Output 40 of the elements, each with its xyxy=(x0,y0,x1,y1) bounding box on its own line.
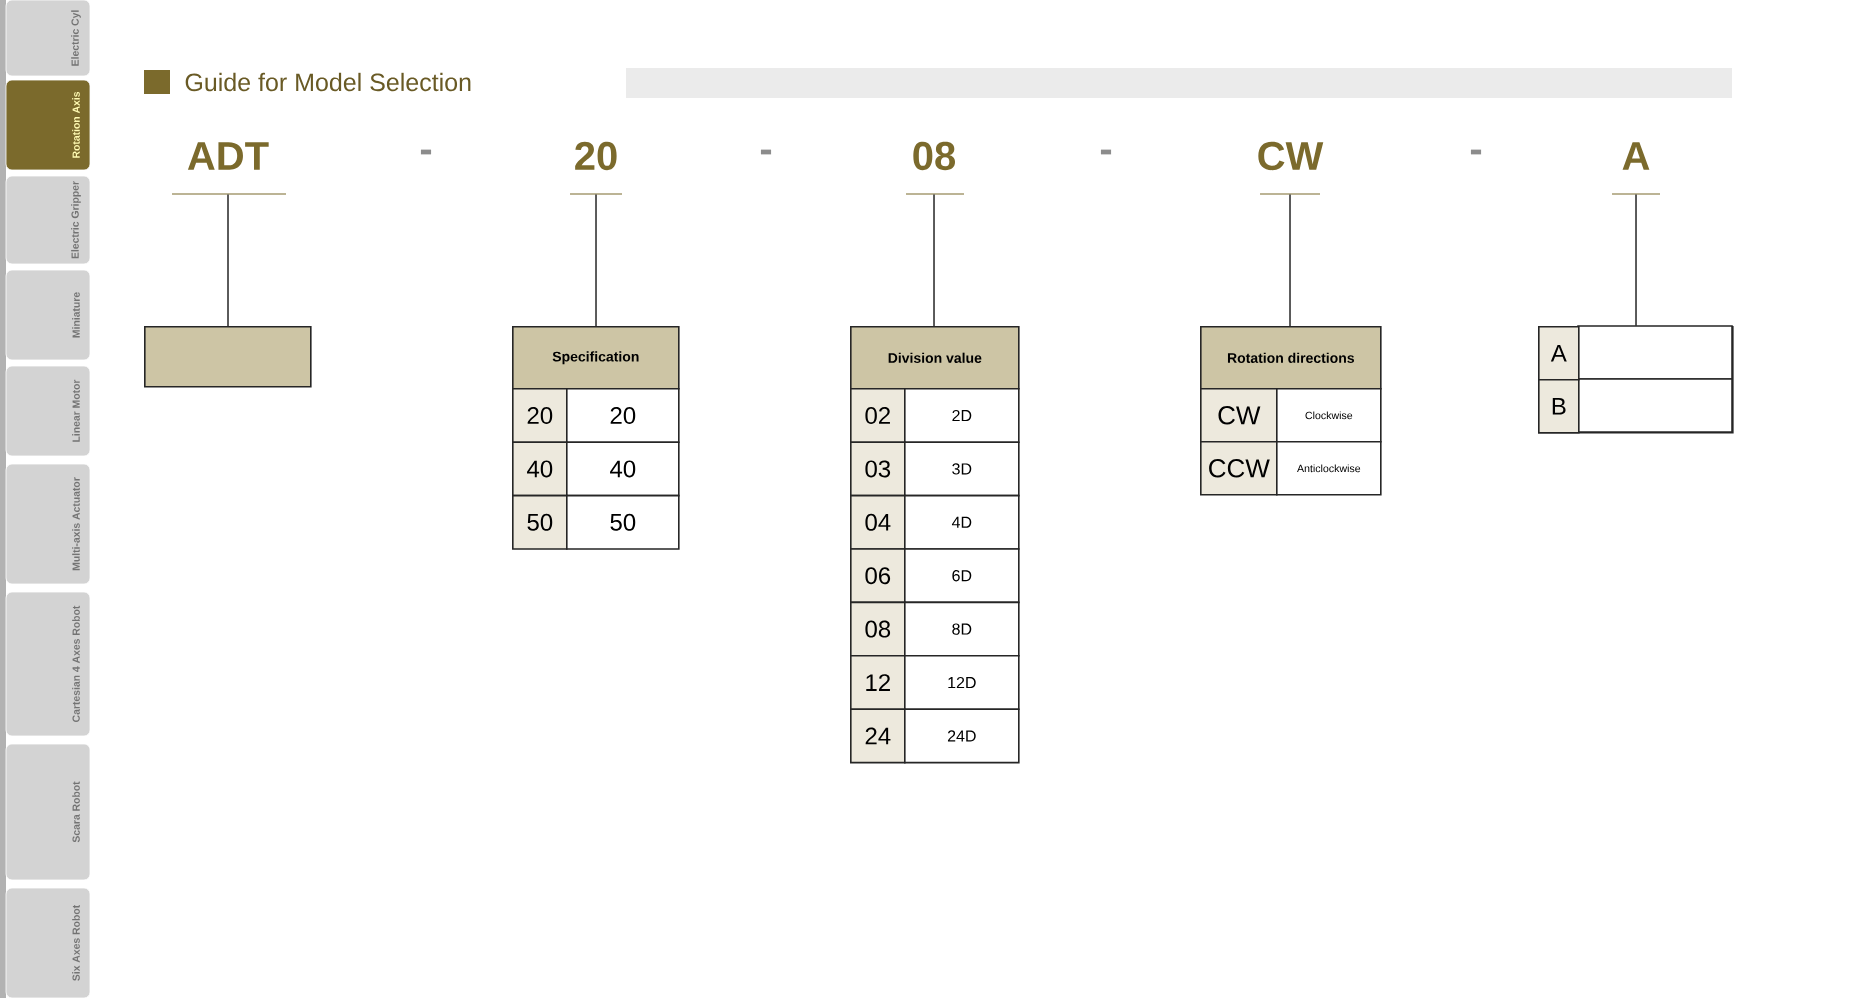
separator-dash: - xyxy=(420,149,432,155)
table-cell: CW xyxy=(1200,388,1278,443)
table-cell: 8D xyxy=(904,601,1020,657)
table-cell: 24 xyxy=(850,708,906,764)
table-cell: A xyxy=(1538,326,1580,381)
section-heading: Guide for Model Selection xyxy=(144,68,1732,98)
table-cell: 50 xyxy=(566,494,680,550)
table-cell: 03 xyxy=(850,441,906,497)
table-cell: 08 xyxy=(850,601,906,657)
code-segment: ADT xyxy=(171,142,287,195)
label-box xyxy=(144,326,312,388)
table-cell: B xyxy=(1538,379,1580,434)
code-segment: CW xyxy=(1258,141,1324,195)
leader-line xyxy=(595,193,597,327)
separator-dash: - xyxy=(1470,149,1482,155)
leader-line xyxy=(1289,193,1291,327)
code-segment: 20 xyxy=(569,141,623,195)
table-cell: 4D xyxy=(904,494,1020,550)
table-cell: 40 xyxy=(512,441,568,497)
leader-line xyxy=(227,193,229,327)
separator-dash: - xyxy=(760,149,772,155)
table-cell: 20 xyxy=(566,388,680,443)
leader-line xyxy=(1635,193,1637,327)
table-cell: 40 xyxy=(566,441,680,497)
table-cell: 20 xyxy=(512,388,568,443)
code-segment: 08 xyxy=(905,141,965,195)
table-cell: 3D xyxy=(904,441,1020,497)
table-cell: 50 xyxy=(512,494,568,550)
separator-dash: - xyxy=(1100,149,1112,155)
table-cell: 12D xyxy=(904,655,1020,710)
leader-line xyxy=(933,193,935,327)
table-cell: 02 xyxy=(850,388,906,443)
table-cell: 2D xyxy=(904,388,1020,443)
table-cell: 04 xyxy=(850,494,906,550)
table-cell: 12 xyxy=(850,655,906,710)
code-segment: A xyxy=(1611,142,1661,195)
table-cell: 6D xyxy=(904,548,1020,604)
table-cell: CCW xyxy=(1200,441,1278,496)
table-cell: 06 xyxy=(850,548,906,604)
table-cell: 24D xyxy=(904,708,1020,764)
